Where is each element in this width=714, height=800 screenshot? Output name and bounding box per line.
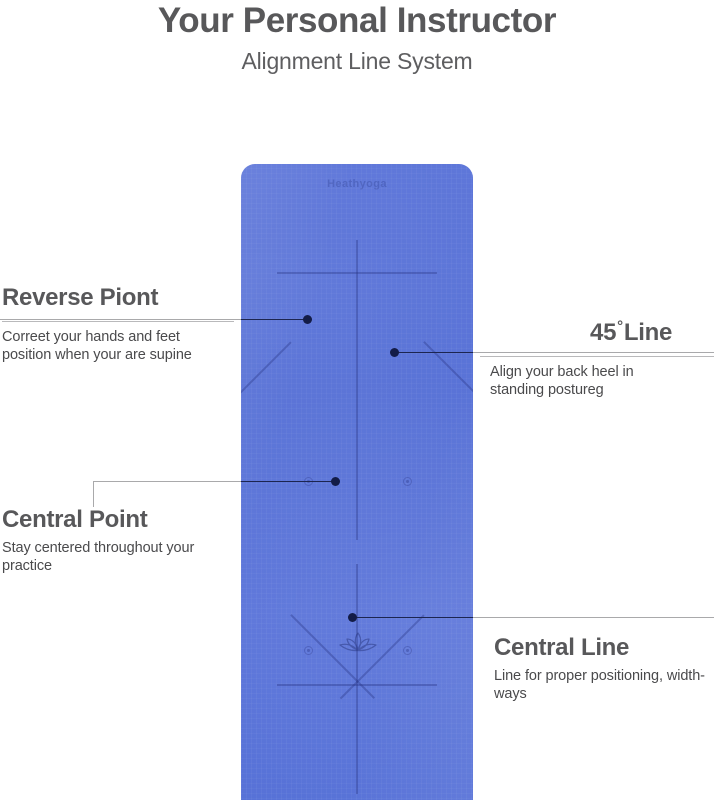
leader-line-central-line-white: [473, 617, 714, 618]
callout-central-point-title: Central Point: [2, 506, 148, 533]
callout-45-line-title: 45°Line: [480, 313, 714, 347]
leader-line-central-line-mat: [356, 617, 473, 619]
callout-central-line-description: Line for proper positioning, width-ways: [494, 668, 705, 702]
leader-line-45-white: [473, 352, 714, 353]
leader-dot-reverse-point: [303, 315, 312, 324]
mat-marker-circle-top-right: [403, 477, 412, 486]
leader-line-central-point-mat: [241, 481, 335, 483]
callout-45-line-description: Align your back heel in standing posture…: [490, 364, 634, 398]
callout-45-line-number: 45: [590, 319, 617, 346]
leader-line-reverse-point-white: [0, 319, 241, 320]
mat-cross-line-top: [277, 272, 437, 274]
leader-line-45-mat: [398, 352, 473, 354]
callout-45-line: 45°Line Align your back heel in standing…: [480, 313, 714, 399]
mat-cross-line-bottom: [277, 684, 437, 686]
callout-45-line-word: Line: [623, 319, 672, 346]
page-title: Your Personal Instructor: [157, 1, 557, 40]
mat-marker-circle-bottom-left: [304, 646, 313, 655]
leader-dot-central-line: [348, 613, 357, 622]
mat-marker-circle-bottom-right: [403, 646, 412, 655]
callout-45-line-rule: [480, 356, 714, 357]
leader-line-reverse-point-mat: [241, 319, 307, 321]
mat-center-vertical-line-bottom: [356, 564, 358, 794]
leader-line-central-point-vertical: [93, 481, 94, 507]
callout-central-line-title: Central Line: [494, 634, 630, 661]
callout-central-line: Central Line Line for proper positioning…: [494, 634, 714, 703]
header: Your Personal Instructor Alignment Line …: [0, 0, 714, 75]
callout-central-point: Central Point Stay centered throughout y…: [2, 506, 234, 575]
callout-reverse-point: Reverse Piont Correet your hands and fee…: [2, 284, 234, 364]
callout-reverse-point-description: Correet your hands and feet position whe…: [2, 329, 192, 363]
lotus-icon: [339, 632, 377, 652]
degree-symbol-icon: °: [617, 318, 623, 335]
callout-reverse-point-rule: [2, 321, 234, 322]
page-subtitle: Alignment Line System: [241, 48, 473, 74]
leader-dot-45-line: [390, 348, 399, 357]
leader-dot-central-point: [331, 477, 340, 486]
yoga-mat: Heathyoga: [241, 164, 473, 800]
callout-reverse-point-title: Reverse Piont: [2, 284, 159, 311]
mat-center-vertical-line-top: [356, 240, 358, 540]
mat-brand-logo: Heathyoga: [327, 178, 387, 190]
leader-line-central-point-white: [93, 481, 241, 482]
callout-central-point-description: Stay centered throughout your practice: [2, 540, 195, 574]
